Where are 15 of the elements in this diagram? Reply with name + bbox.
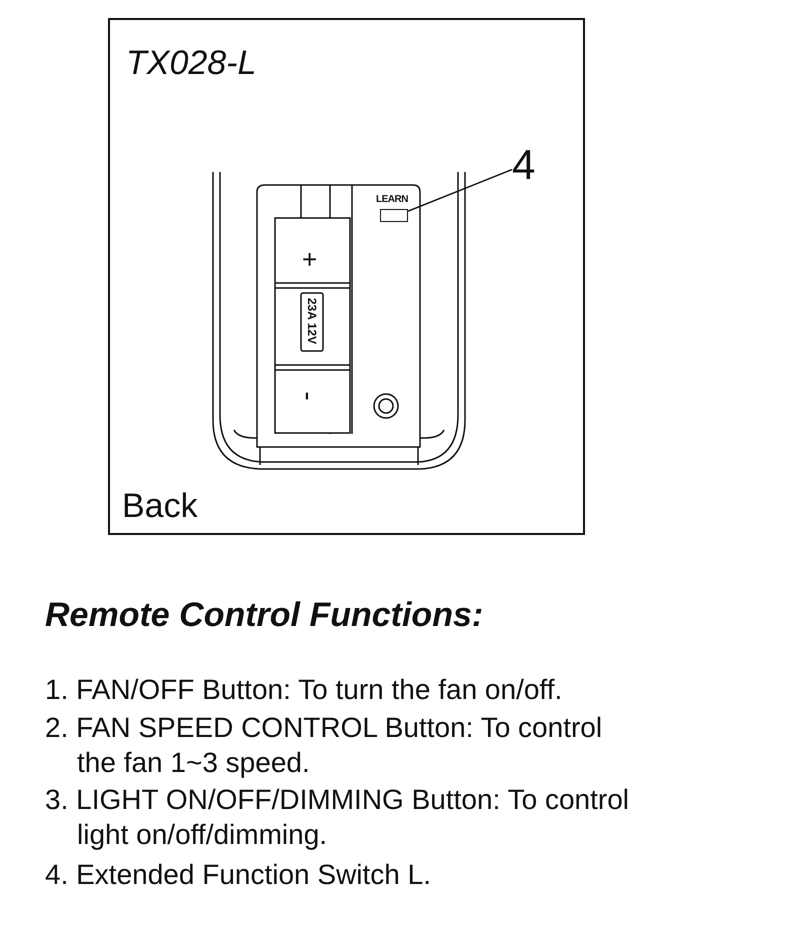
list-item: 1. FAN/OFF Button: To turn the fan on/off. <box>45 673 564 707</box>
minus-sign: - <box>294 391 323 401</box>
list-item: 2. FAN SPEED CONTROL Button: To control the fan 1~3 speed. <box>45 711 604 780</box>
diagram-frame <box>108 18 585 535</box>
section-heading: Remote Control Functions: <box>45 595 484 635</box>
plus-sign: + <box>302 246 318 272</box>
list-item: 4. Extended Function Switch L. <box>45 858 432 892</box>
model-number: TX028-L <box>126 44 256 82</box>
learn-button <box>380 209 408 222</box>
battery-type-label: 23A 12V <box>305 296 319 346</box>
list-item: 3. LIGHT ON/OFF/DIMMING Button: To control light on/off/dimming. <box>45 783 630 852</box>
view-label: Back <box>122 487 198 525</box>
button-label: LEARN <box>376 194 408 205</box>
leader-line <box>408 168 512 212</box>
callout-number: 4 <box>512 144 536 186</box>
